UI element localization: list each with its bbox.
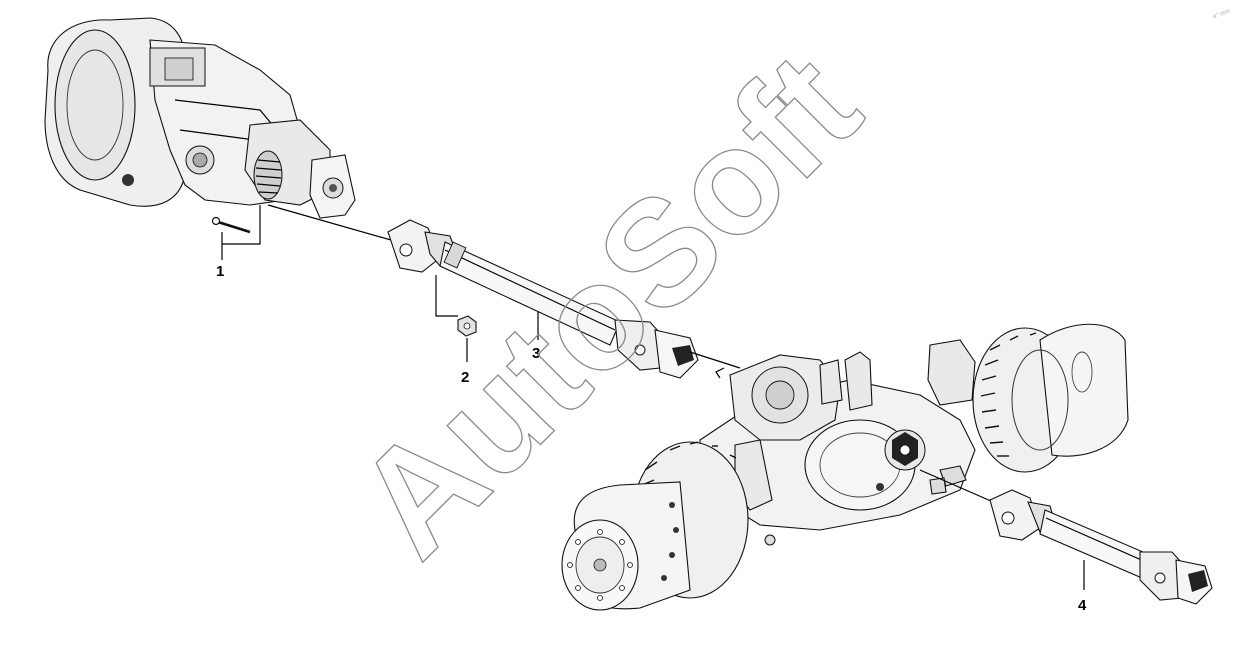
left-wheel-hub: [561, 441, 749, 611]
bolt-part-1: [211, 216, 251, 234]
nut-part-2: [457, 315, 477, 337]
callout-1: 1: [216, 263, 224, 280]
drive-axle: [699, 339, 976, 546]
right-wheel-hub: [972, 323, 1129, 473]
callout-4: 4: [1078, 597, 1087, 614]
callout-3: 3: [532, 345, 540, 362]
axle-axis-line: [689, 351, 741, 369]
propshaft-part-3: [387, 219, 699, 379]
propshaft-part-4: [989, 489, 1213, 605]
corner-mark: a° ooo: [1212, 8, 1231, 20]
callout-2: 2: [461, 369, 469, 386]
gearbox: [44, 17, 356, 219]
callout-2-leader: [435, 275, 468, 362]
rear-shaft-axis-line: [919, 469, 1001, 506]
callout-1-leader: [221, 205, 261, 260]
shaft-axis-line: [267, 204, 399, 243]
